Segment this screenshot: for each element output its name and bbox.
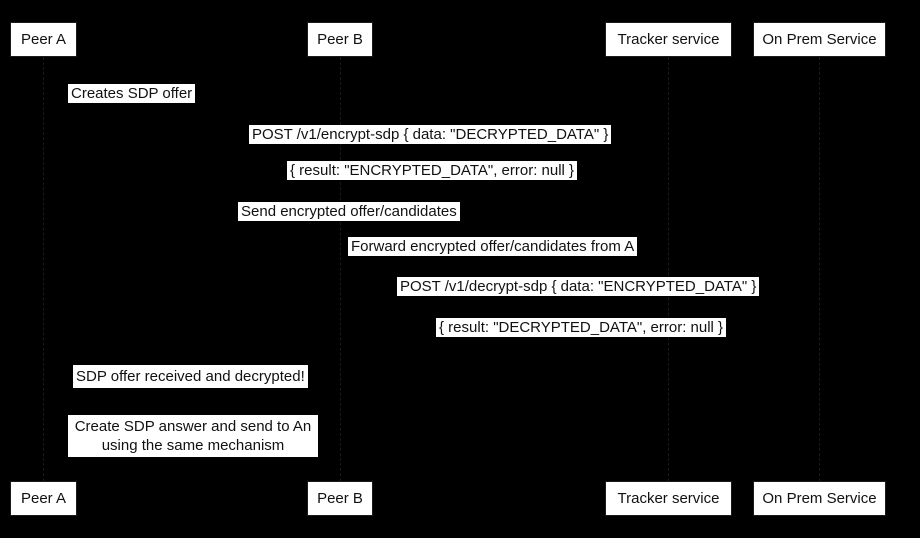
lifeline-peer-b: [340, 57, 341, 481]
participant-on-prem-service-bottom: On Prem Service: [753, 481, 886, 516]
note-create-sdp-answer: Create SDP answer and send to An using t…: [68, 415, 318, 457]
participant-label: Peer A: [20, 490, 67, 507]
participant-label: Peer B: [317, 31, 363, 48]
lifeline-on-prem-service: [819, 57, 820, 481]
message-forward-encrypted-offer: Forward encrypted offer/candidates from …: [348, 237, 638, 256]
participant-label: Peer B: [317, 490, 363, 507]
message-creates-sdp-offer: Creates SDP offer: [68, 84, 196, 103]
participant-label: Peer A: [20, 31, 67, 48]
message-post-encrypt-sdp: POST /v1/encrypt-sdp { data: "DECRYPTED_…: [249, 125, 612, 144]
lifeline-peer-a: [43, 57, 44, 481]
participant-label: On Prem Service: [762, 490, 877, 507]
participant-peer-b-bottom: Peer B: [307, 481, 373, 516]
message-send-encrypted-offer: Send encrypted offer/candidates: [238, 202, 460, 221]
message-decrypt-result: { result: "DECRYPTED_DATA", error: null …: [436, 318, 727, 337]
participant-peer-a-bottom: Peer A: [10, 481, 77, 516]
lifeline-tracker-service: [668, 57, 669, 481]
participant-label: On Prem Service: [762, 31, 877, 48]
participant-tracker-service-top: Tracker service: [605, 22, 732, 57]
participant-label: Tracker service: [617, 490, 720, 507]
participant-label: Tracker service: [617, 31, 720, 48]
message-sdp-offer-received: SDP offer received and decrypted!: [73, 365, 308, 388]
participant-tracker-service-bottom: Tracker service: [605, 481, 732, 516]
message-encrypt-result: { result: "ENCRYPTED_DATA", error: null …: [287, 161, 578, 180]
participant-peer-a-top: Peer A: [10, 22, 77, 57]
participant-on-prem-service-top: On Prem Service: [753, 22, 886, 57]
message-post-decrypt-sdp: POST /v1/decrypt-sdp { data: "ENCRYPTED_…: [397, 277, 760, 296]
participant-peer-b-top: Peer B: [307, 22, 373, 57]
